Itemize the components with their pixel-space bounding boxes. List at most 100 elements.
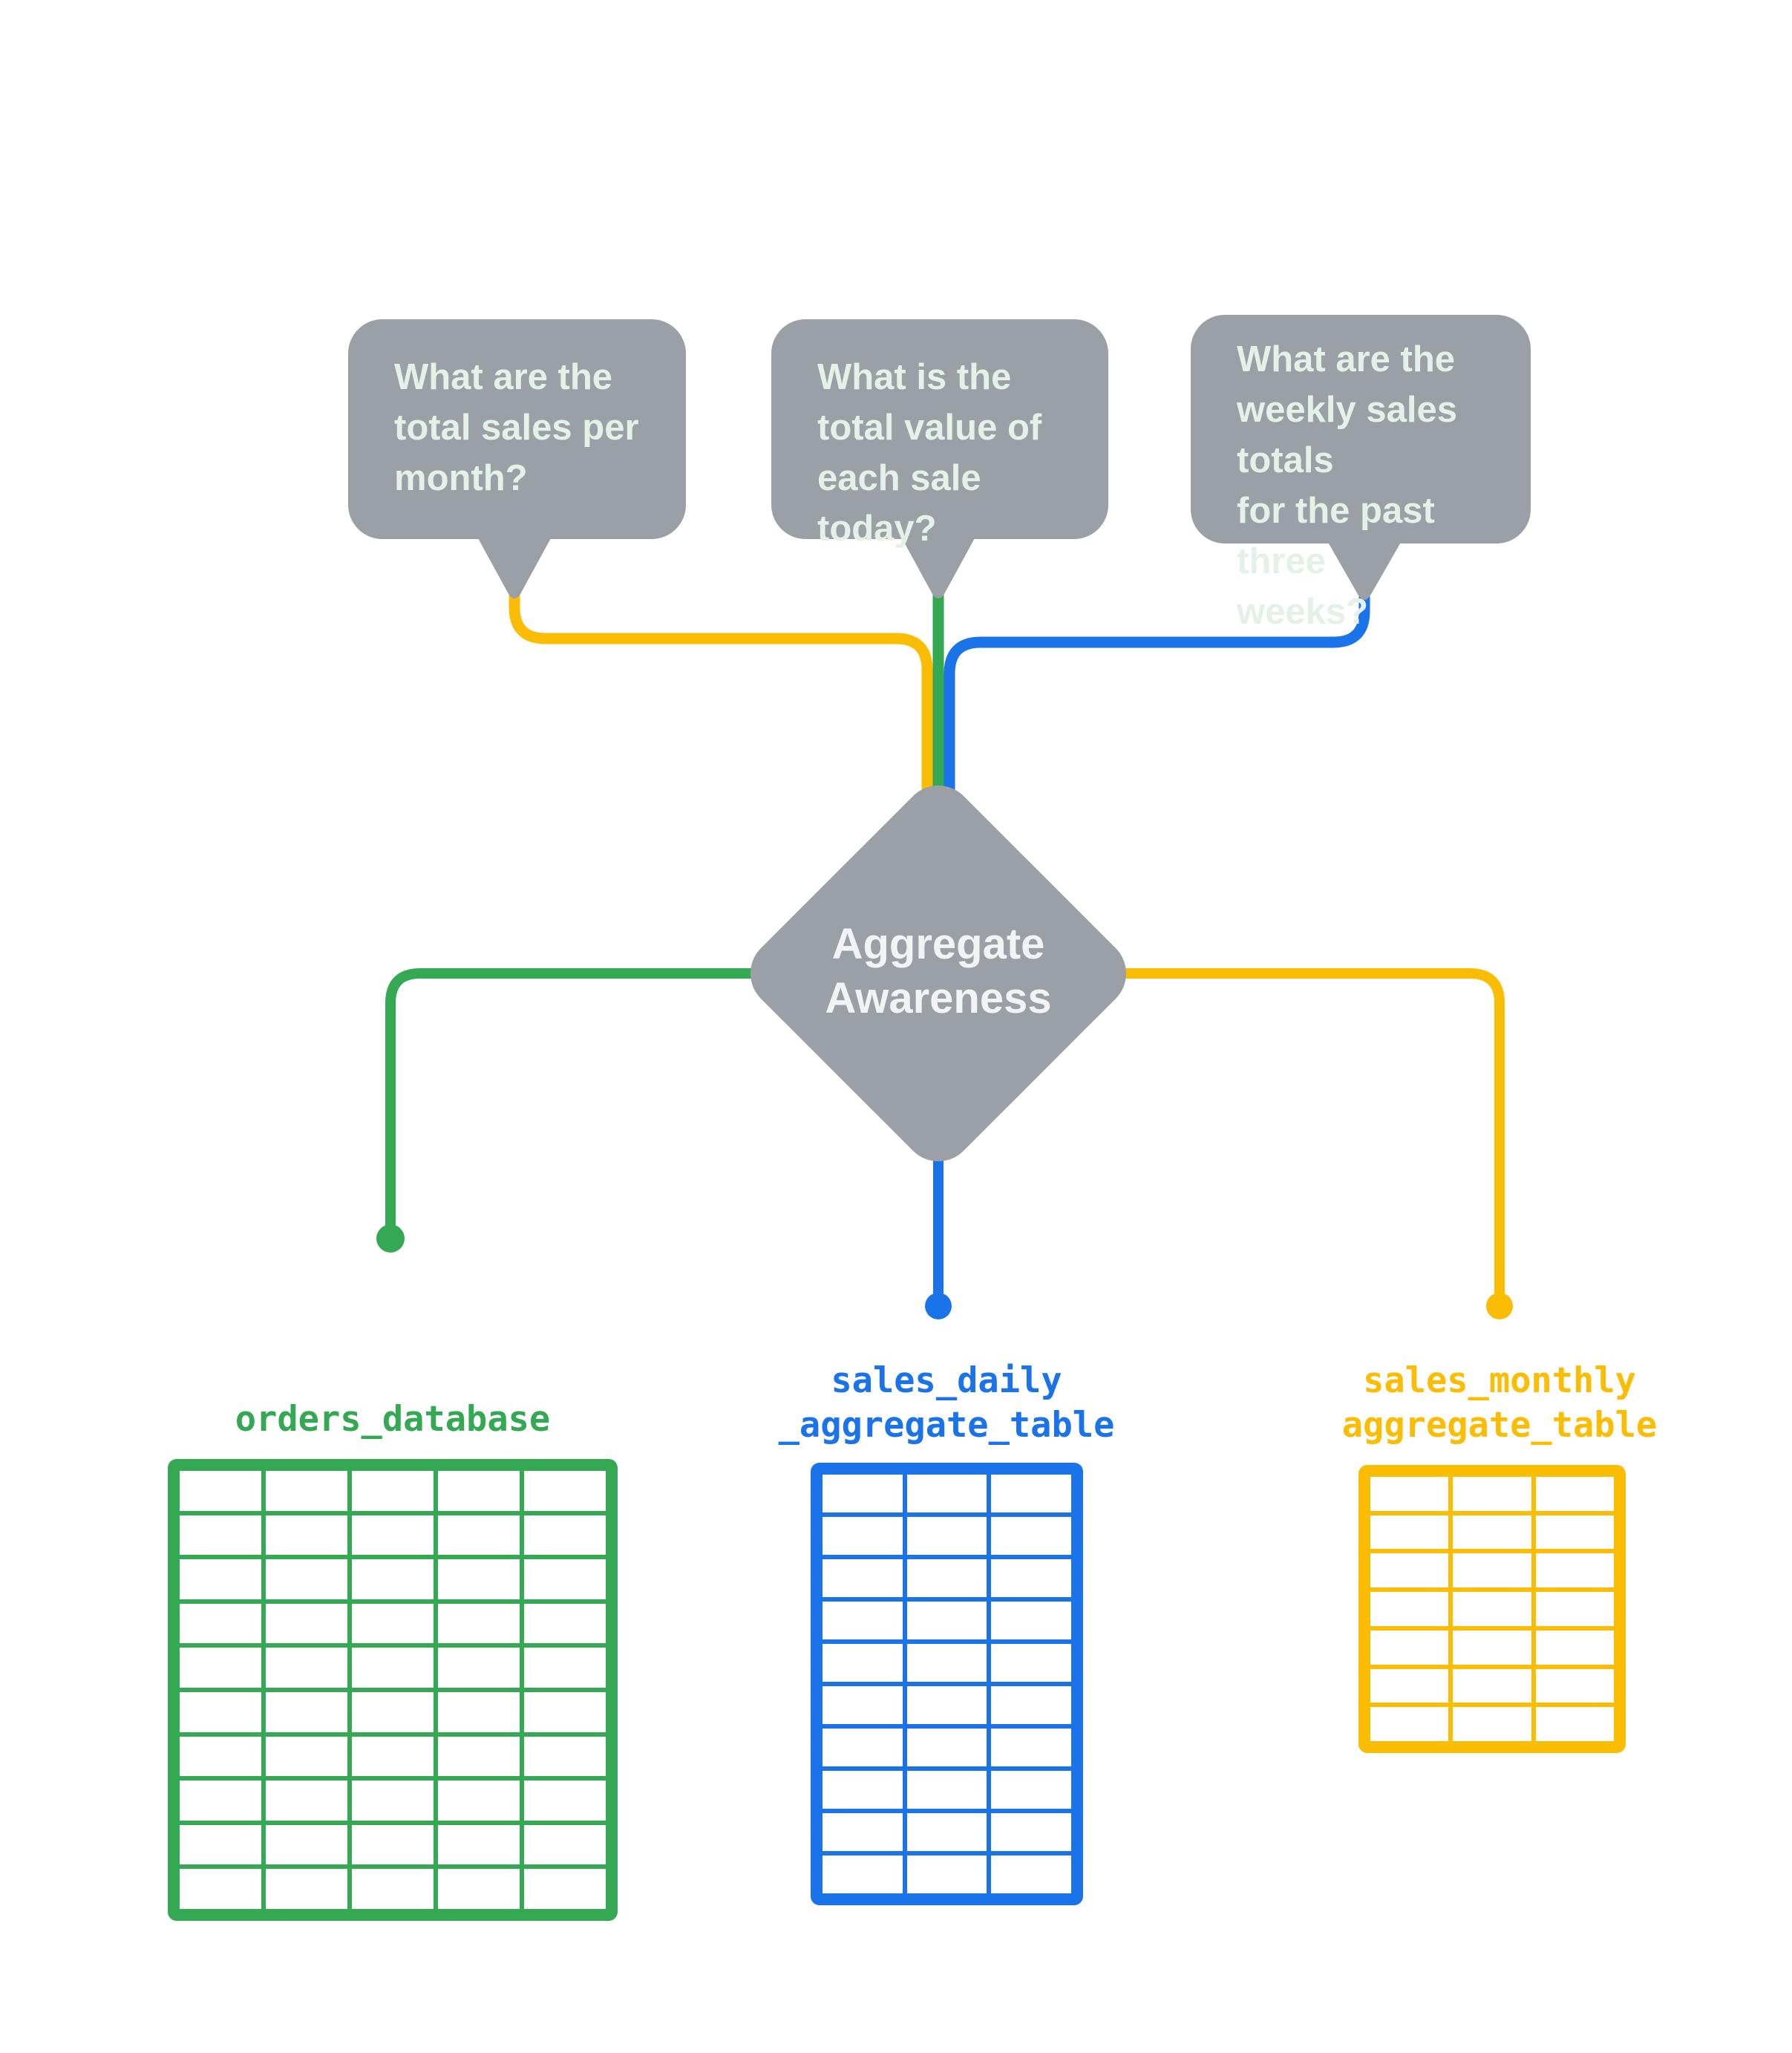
aggregate-awareness-diamond: [750, 785, 1127, 1162]
table-cell: [906, 1517, 987, 1555]
table-cell: [180, 1781, 261, 1821]
table-cell: [1453, 1707, 1531, 1741]
table-cell: [524, 1603, 606, 1644]
table-cell: [823, 1729, 903, 1766]
table-cell: [823, 1559, 903, 1597]
table-cell: [438, 1515, 520, 1556]
table-label-line: aggregate_table: [1341, 1405, 1658, 1446]
table-cell: [823, 1602, 903, 1639]
table-cell: [1370, 1515, 1449, 1550]
bubble-tail-daily: [897, 530, 979, 598]
table-cell: [352, 1603, 434, 1644]
table-cell: [180, 1824, 261, 1865]
table-cell: [1535, 1515, 1614, 1550]
bubble-text-line: What are the: [394, 357, 613, 397]
table-cell: [438, 1824, 520, 1865]
table-cell: [823, 1855, 903, 1893]
table-cell: [906, 1475, 987, 1512]
table-cell: [352, 1824, 434, 1865]
table-cell: [823, 1644, 903, 1682]
table-cell: [180, 1648, 261, 1688]
yellow-output-connector: [1091, 968, 1505, 1293]
table-cell: [906, 1855, 987, 1893]
speech-bubble-monthly: What are the total sales per month?: [348, 319, 686, 539]
table-cell: [266, 1691, 347, 1732]
table-cell: [180, 1603, 261, 1644]
table-cell: [1535, 1477, 1614, 1511]
table-cell: [524, 1648, 606, 1688]
table-cell: [991, 1602, 1071, 1639]
table-cell: [438, 1736, 520, 1777]
table-cell: [906, 1729, 987, 1766]
orders-database-label: orders_database: [155, 1397, 630, 1442]
table-cell: [524, 1515, 606, 1556]
orders-database-table: [168, 1459, 618, 1921]
diamond-title-line: Aggregate: [831, 920, 1045, 968]
table-cell: [1535, 1630, 1614, 1665]
table-cell: [180, 1559, 261, 1599]
yellow-query-connector: [509, 587, 933, 809]
table-cell: [991, 1475, 1071, 1512]
table-cell: [438, 1559, 520, 1599]
table-cell: [1370, 1707, 1449, 1741]
speech-bubble-weekly: What are the weekly sales totals for the…: [1191, 315, 1531, 632]
table-cell: [1453, 1592, 1531, 1626]
table-cell: [1535, 1707, 1614, 1741]
table-cell: [266, 1559, 347, 1599]
table-cell: [180, 1736, 261, 1777]
diamond-title: Aggregate Awareness: [716, 917, 1161, 1025]
table-cell: [352, 1648, 434, 1688]
table-cell: [991, 1644, 1071, 1682]
bubble-text-line: month?: [394, 458, 528, 498]
table-cell: [906, 1559, 987, 1597]
table-cell: [352, 1515, 434, 1556]
table-cell: [1453, 1553, 1531, 1588]
bubble-text-line: for the past three: [1237, 491, 1435, 581]
bubble-text-line: weekly sales totals: [1237, 390, 1457, 480]
bubble-text-line: total sales per: [394, 408, 639, 448]
table-cell: [524, 1559, 606, 1599]
table-cell: [906, 1771, 987, 1809]
table-cell: [1535, 1553, 1614, 1588]
sales-daily-aggregate-table-label: sales_daily _aggregate_table: [709, 1359, 1184, 1448]
table-cell: [352, 1471, 434, 1511]
diamond-title-line: Awareness: [825, 974, 1052, 1022]
table-cell: [991, 1729, 1071, 1766]
table-cell: [991, 1855, 1071, 1893]
bubble-text-line: What is the: [817, 357, 1012, 397]
table-cell: [438, 1471, 520, 1511]
sales-daily-aggregate-table: [811, 1463, 1083, 1905]
table-label-line: sales_monthly: [1363, 1360, 1636, 1401]
table-cell: [1535, 1592, 1614, 1626]
bubble-text-line: total value of: [817, 408, 1042, 448]
table-cell: [524, 1691, 606, 1732]
bubble-text-line: weeks?: [1237, 592, 1369, 632]
table-cell: [823, 1813, 903, 1851]
table-cell: [1453, 1630, 1531, 1665]
table-cell: [266, 1869, 347, 1909]
table-cell: [524, 1869, 606, 1909]
table-cell: [991, 1559, 1071, 1597]
green-output-connector: [385, 968, 787, 1227]
table-cell: [1453, 1515, 1531, 1550]
table-cell: [906, 1686, 987, 1724]
table-cell: [524, 1471, 606, 1511]
yellow-endpoint-dot: [1486, 1293, 1513, 1319]
speech-bubble-daily: What is the total value of each sale tod…: [771, 319, 1108, 549]
table-cell: [438, 1781, 520, 1821]
table-cell: [352, 1691, 434, 1732]
table-cell: [438, 1691, 520, 1732]
table-cell: [180, 1471, 261, 1511]
table-cell: [991, 1686, 1071, 1724]
table-cell: [991, 1771, 1071, 1809]
table-cell: [524, 1736, 606, 1777]
table-cell: [266, 1736, 347, 1777]
table-cell: [266, 1603, 347, 1644]
blue-query-connector: [944, 587, 1370, 809]
table-cell: [352, 1559, 434, 1599]
table-cell: [352, 1736, 434, 1777]
bubble-tail-weekly: [1324, 535, 1405, 600]
table-cell: [266, 1781, 347, 1821]
